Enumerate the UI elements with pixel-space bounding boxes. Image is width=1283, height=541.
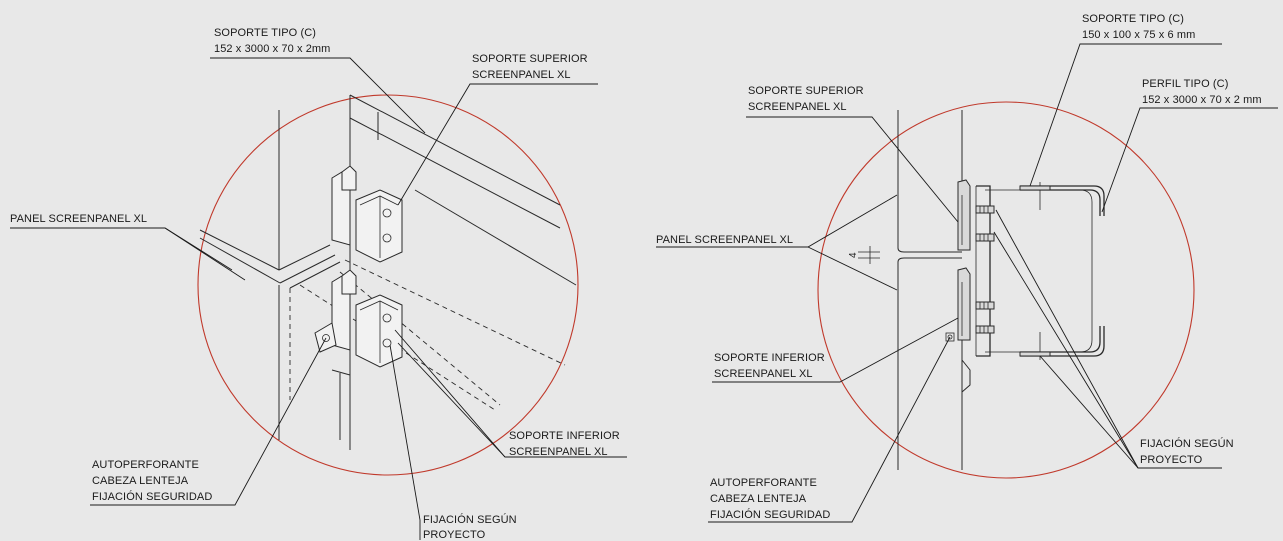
right-c-support (975, 182, 1105, 360)
right-soporte-inferior-line2: SCREENPANEL XL (714, 368, 813, 380)
screw-1 (975, 205, 995, 214)
right-autoperforante-line3: FIJACIÓN SEGURIDAD (710, 508, 830, 521)
right-soporte-tipo-c-dims: 150 x 100 x 75 x 6 mm (1082, 29, 1195, 41)
left-panel (199, 110, 341, 440)
right-autoperforante-line1: AUTOPERFORANTE (710, 477, 817, 489)
right-leaders (656, 43, 1278, 523)
screw-2 (975, 233, 995, 242)
screw-3 (975, 301, 995, 310)
right-gap-dimension-value: 4 (848, 252, 859, 258)
left-lower-bracket (314, 269, 403, 440)
left-soporte-inferior-line1: SOPORTE INFERIOR (509, 430, 620, 442)
right-soporte-superior-line1: SOPORTE SUPERIOR (748, 85, 864, 97)
right-perfil-tipo-c-title: PERFIL TIPO (C) (1142, 78, 1228, 90)
right-soporte-superior-line2: SCREENPANEL XL (748, 101, 847, 113)
right-autoperforante-line2: CABEZA LENTEJA (710, 493, 807, 505)
right-perfil-tipo-c-dims: 152 x 3000 x 70 x 2 mm (1142, 94, 1262, 106)
right-gap-dimension (858, 246, 880, 264)
left-fijacion-line1: FIJACIÓN SEGÚN (423, 513, 517, 526)
left-upper-bracket (331, 165, 403, 263)
left-panel-label: PANEL SCREENPANEL XL (10, 213, 147, 225)
right-soporte-tipo-c-title: SOPORTE TIPO (C) (1082, 13, 1184, 25)
right-screws (975, 205, 995, 334)
left-fijacion-line2: PROYECTO (423, 529, 486, 541)
left-autoperforante-line3: FIJACIÓN SEGURIDAD (92, 490, 212, 503)
left-leaders (10, 57, 627, 540)
right-fijacion-line1: FIJACIÓN SEGÚN (1140, 437, 1234, 450)
left-detail-circle (197, 94, 579, 476)
right-detail-circle (817, 101, 1195, 479)
right-fijacion-line2: PROYECTO (1140, 454, 1203, 466)
right-detail: 4 SOPORTE TIPO (C) 150 x 100 x 75 x 6 mm… (656, 13, 1278, 523)
left-soporte-tipo-c-title: SOPORTE TIPO (C) (214, 27, 316, 39)
left-autoperforante-line1: AUTOPERFORANTE (92, 459, 199, 471)
right-panel (897, 110, 963, 470)
left-soporte-superior-line1: SOPORTE SUPERIOR (472, 53, 588, 65)
right-panel-label: PANEL SCREENPANEL XL (656, 234, 793, 246)
screw-4 (975, 325, 995, 334)
right-soporte-inferior-line1: SOPORTE INFERIOR (714, 352, 825, 364)
right-lower-bracket (945, 267, 971, 393)
left-soporte-superior-line2: SCREENPANEL XL (472, 69, 571, 81)
left-autoperforante-line2: CABEZA LENTEJA (92, 475, 189, 487)
left-detail: SOPORTE TIPO (C) 152 x 3000 x 70 x 2mm S… (10, 27, 627, 541)
left-soporte-tipo-c-dims: 152 x 3000 x 70 x 2mm (214, 43, 330, 55)
right-upper-bracket (957, 179, 971, 251)
left-soporte-inferior-line2: SCREENPANEL XL (509, 446, 608, 458)
